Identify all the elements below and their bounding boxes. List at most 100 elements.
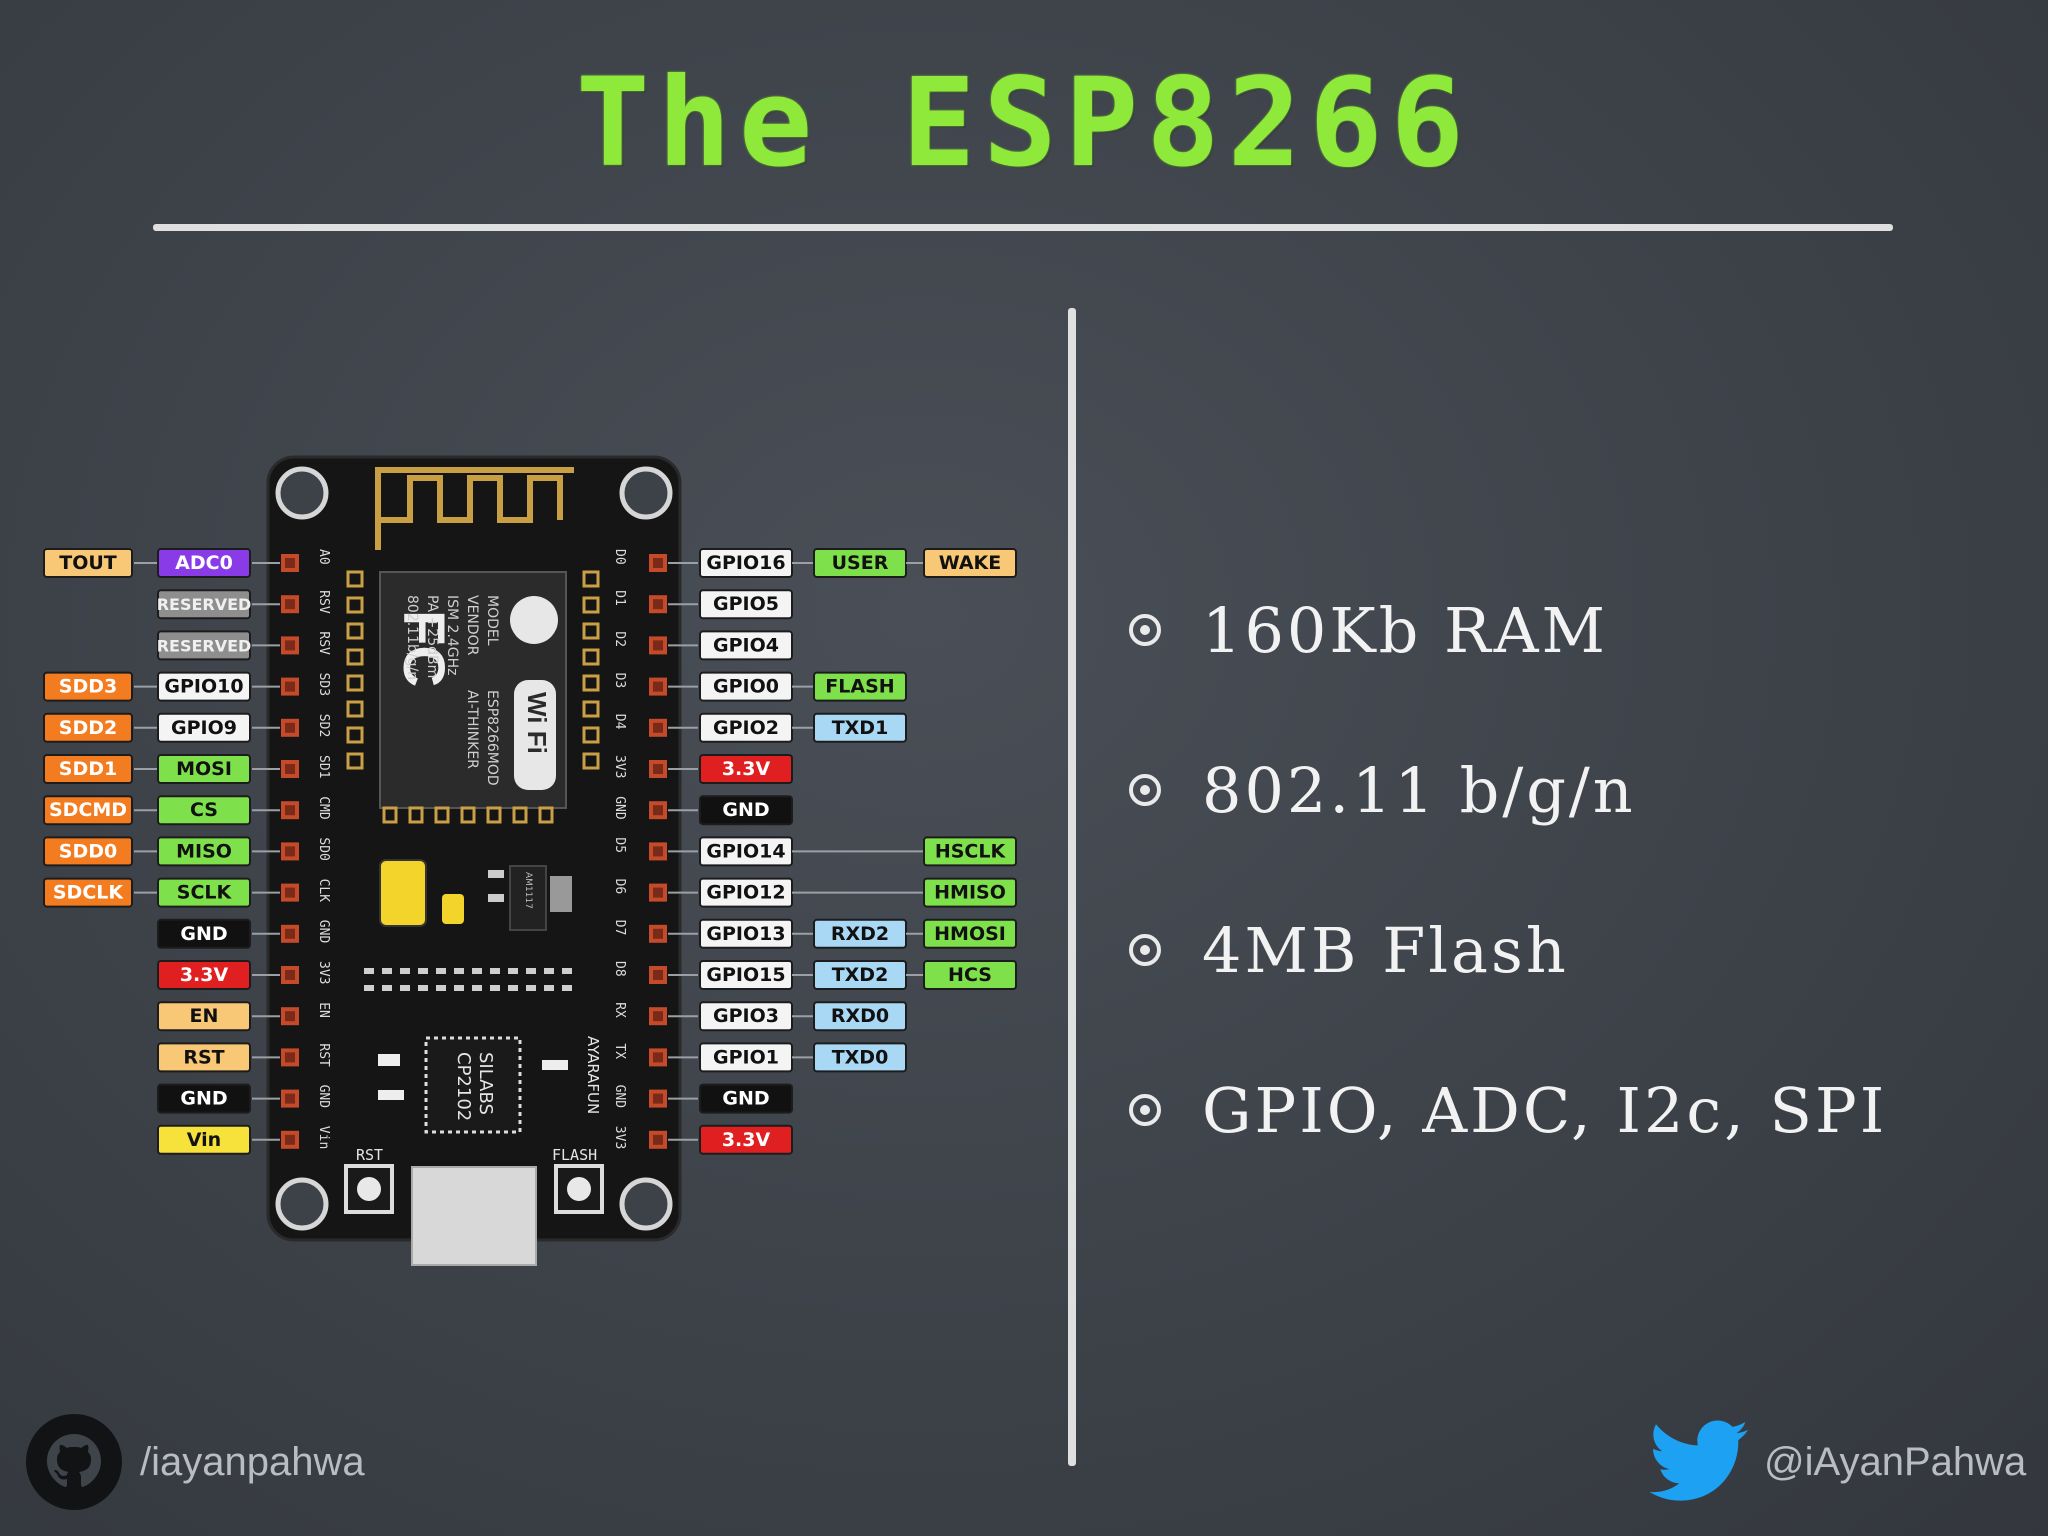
pin-label-bg (157, 589, 251, 620)
header-pin-hole (285, 1011, 295, 1022)
module-spec-text: PA +25dBm (424, 595, 440, 678)
pin-label: 3.3V (722, 1129, 771, 1151)
module-pad (582, 700, 600, 718)
module-pad (346, 596, 364, 614)
header-pin-hole (285, 640, 295, 651)
module-pad (346, 752, 364, 770)
pin-label-bg (157, 960, 251, 990)
github-handle[interactable]: /iayanpahwa (140, 1440, 365, 1484)
left-silkscreen-label: EN (316, 1002, 331, 1018)
capacitor (442, 894, 464, 924)
spec-item: 4MB Flash (1128, 890, 1928, 1010)
smd-row (364, 985, 374, 991)
pin-label: GND (180, 1088, 227, 1110)
header-pin-hole (653, 681, 663, 692)
usb-connector (411, 1166, 537, 1266)
regulator-label: AM1117 (523, 872, 533, 909)
usb-chip-label: SILABS (475, 1052, 496, 1115)
pin-label: GPIO14 (706, 840, 785, 862)
slide-title: The ESP8266 (576, 52, 1472, 194)
pin-label: GPIO1 (713, 1046, 779, 1068)
twitter-handle[interactable]: @iAyanPahwa (1764, 1440, 2027, 1484)
smd-row (544, 985, 554, 991)
left-silkscreen-label: SD3 (316, 673, 331, 696)
github-icon[interactable] (24, 1412, 124, 1512)
right-silkscreen-label: D4 (612, 714, 627, 730)
pin-label: GPIO5 (713, 593, 779, 615)
flash-button-label: FLASH (552, 1146, 597, 1164)
module-pad (346, 622, 364, 640)
header-pin-hole (285, 764, 295, 774)
right-silkscreen-label: D7 (612, 920, 627, 936)
header-pin-hole (653, 640, 663, 651)
pin-label-outer-bg (43, 712, 133, 743)
tantalum-capacitor (379, 859, 427, 927)
smd-row (400, 985, 410, 991)
spec-text: 160Kb RAM (1202, 593, 1608, 667)
brand-label: AYARAFUN (584, 1036, 602, 1114)
pin-label-bg (157, 836, 251, 867)
module-pad (512, 806, 528, 824)
module-pad (582, 726, 600, 744)
pin-label-bg (157, 548, 251, 578)
smd-resistor (488, 870, 504, 878)
twitter-bird-icon[interactable] (1650, 1420, 1750, 1506)
header-pin-hole (653, 722, 663, 733)
espressif-logo (510, 596, 558, 644)
module-pad (582, 570, 600, 588)
module-pad (346, 674, 364, 692)
module-pad (582, 674, 600, 692)
pin-label: TXD1 (832, 717, 889, 739)
module-pad (434, 806, 450, 824)
header-pin-hole (653, 1093, 663, 1104)
pin-label-outer: SDD1 (59, 758, 117, 780)
pin-label: RXD0 (831, 1005, 889, 1027)
module-pad (346, 700, 364, 718)
pin-label: RESERVED (157, 595, 252, 614)
pin-label: GPIO12 (706, 882, 785, 904)
pin-label: 3.3V (722, 758, 771, 780)
smd-row (436, 985, 446, 991)
smd-row (454, 968, 464, 974)
module-pad (582, 622, 600, 640)
smd-resistor (488, 894, 504, 902)
header-pin-hole (285, 887, 295, 898)
left-silkscreen-label: RSV (316, 631, 331, 655)
pin-label-bg (813, 1001, 907, 1032)
right-silkscreen-label: D3 (612, 673, 627, 689)
smd-row (472, 968, 482, 974)
wifi-mark: Wi Fi (522, 692, 552, 754)
header-pin-hole (285, 805, 295, 816)
usb-chip-label: CP2102 (453, 1052, 474, 1121)
module-spec-text: MODEL (484, 595, 500, 646)
rst-button-label: RST (356, 1146, 383, 1164)
smd-row (490, 968, 500, 974)
module-spec-text: AI-THINKER (464, 690, 480, 769)
spec-text: 4MB Flash (1202, 913, 1569, 987)
module-pad (486, 806, 502, 824)
pin-label: GPIO0 (713, 676, 779, 698)
pin-label-bg (157, 712, 251, 743)
flash-button-cap (567, 1177, 591, 1201)
pin-label: RESERVED (157, 636, 252, 655)
pin-label-outer: SDCLK (53, 882, 125, 904)
smd-row (508, 985, 518, 991)
wifi-logo-badge (514, 680, 556, 790)
pin-label: GPIO13 (706, 923, 785, 945)
module-spec-text: 802.11b/g/n (404, 595, 420, 680)
right-silkscreen-label: TX (612, 1043, 627, 1059)
header-pin-hole (285, 928, 295, 939)
left-silkscreen-label: SD1 (316, 755, 331, 778)
pin-label-bg (157, 671, 251, 702)
pin-label: EN (190, 1005, 219, 1027)
left-silkscreen-label: CLK (316, 879, 331, 903)
module-pad (346, 726, 364, 744)
header-pin-hole (285, 1052, 295, 1063)
smd-row (526, 985, 536, 991)
module-pad (582, 752, 600, 770)
smd-row (490, 985, 500, 991)
smd-component (542, 1060, 568, 1070)
pin-label-outer-bg (43, 548, 133, 578)
pin-label: MOSI (176, 758, 232, 780)
spec-text: 802.11 b/g/n (1202, 753, 1636, 827)
